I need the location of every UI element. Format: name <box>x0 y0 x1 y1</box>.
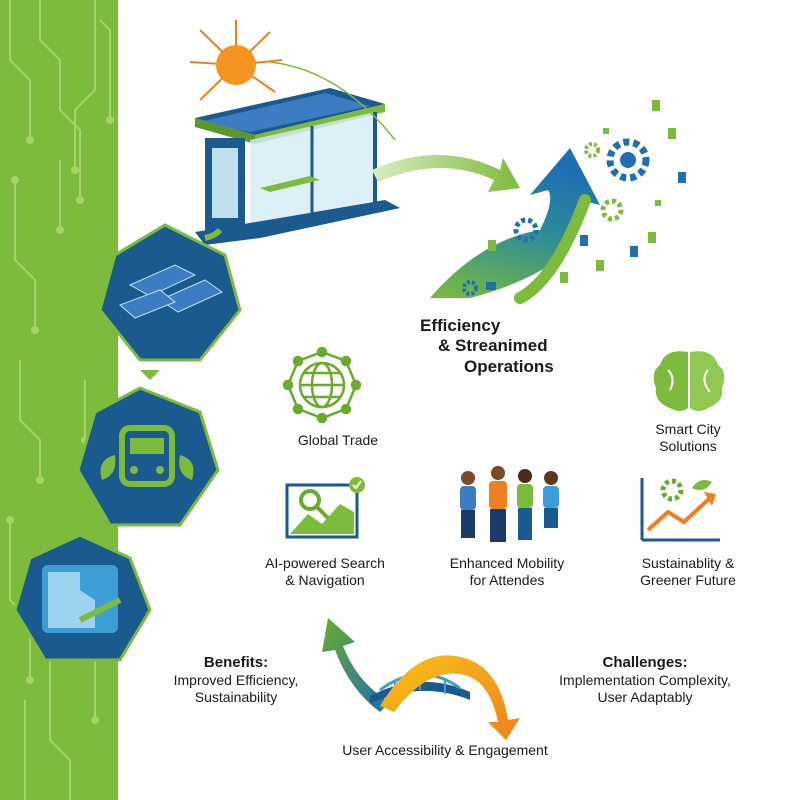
mobility-line-2: for Attendes <box>469 571 545 588</box>
flow-arrow <box>372 155 520 192</box>
brain-icon <box>653 351 725 411</box>
efficiency-line-1: Efficiency <box>420 316 501 335</box>
hex-solar-panel <box>98 223 242 362</box>
efficiency-line-3: Operations <box>464 356 554 376</box>
connector-line <box>204 227 223 241</box>
efficiency-label: Efficiency & Streanimed Operations <box>420 316 630 377</box>
mobility-label: Enhanced Mobility for Attendes <box>432 555 582 589</box>
growth-chart-icon <box>640 478 720 542</box>
ai-search-line-2: & Navigation <box>285 571 365 588</box>
challenges-line-2: User Adaptably <box>597 688 693 705</box>
hex-map <box>13 533 152 662</box>
benefits-line-1: Improved Efficiency, <box>173 672 299 688</box>
people-icon <box>460 466 559 542</box>
efficiency-line-2: & Streanimed <box>438 336 548 356</box>
benefits-block: Benefits: Improved Efficiency, Sustainab… <box>156 654 316 706</box>
sustainability-label: Sustainablity & Greener Future <box>618 555 758 589</box>
document-icons <box>486 100 686 290</box>
mobility-line-1: Enhanced Mobility <box>449 555 565 571</box>
ai-search-line-1: AI-powered Search <box>265 555 385 571</box>
search-chart-icon <box>285 477 365 539</box>
down-arrow-icon <box>140 370 160 380</box>
sustainability-line-1: Sustainablity & <box>641 555 735 571</box>
smart-city-line-1: Smart City <box>655 421 721 437</box>
sun-ray-line <box>269 61 396 141</box>
growth-arrow-icon <box>430 148 600 304</box>
challenges-title: Challenges: <box>602 654 688 671</box>
circuit-pattern <box>6 0 114 800</box>
curved-arrow-right <box>380 655 520 740</box>
gear-icon <box>462 138 650 296</box>
hex-bus <box>76 386 220 527</box>
bus-shelter-icon <box>195 88 400 245</box>
challenges-block: Challenges: Implementation Complexity, U… <box>530 654 760 706</box>
solar-panel-icon <box>119 264 224 319</box>
smart-city-label: Smart City Solutions <box>624 421 752 455</box>
accessibility-label: User Accessibility & Engagement <box>342 742 548 758</box>
sustainability-line-2: Greener Future <box>640 571 736 588</box>
circuit-strip <box>0 0 118 800</box>
smart-city-line-2: Solutions <box>659 437 717 454</box>
challenges-line-1: Implementation Complexity, <box>559 672 731 688</box>
bus-leaf-icon <box>100 425 194 487</box>
map-icon <box>42 565 122 633</box>
curved-arrow-left <box>322 618 390 712</box>
ai-search-label: AI-powered Search & Navigation <box>250 555 400 589</box>
global-trade-label: Global Trade <box>297 432 379 448</box>
globe-network-icon <box>282 346 362 424</box>
sun-icon <box>189 20 283 101</box>
benefits-title: Benefits: <box>203 654 269 671</box>
benefits-line-2: Sustainability <box>194 688 278 705</box>
